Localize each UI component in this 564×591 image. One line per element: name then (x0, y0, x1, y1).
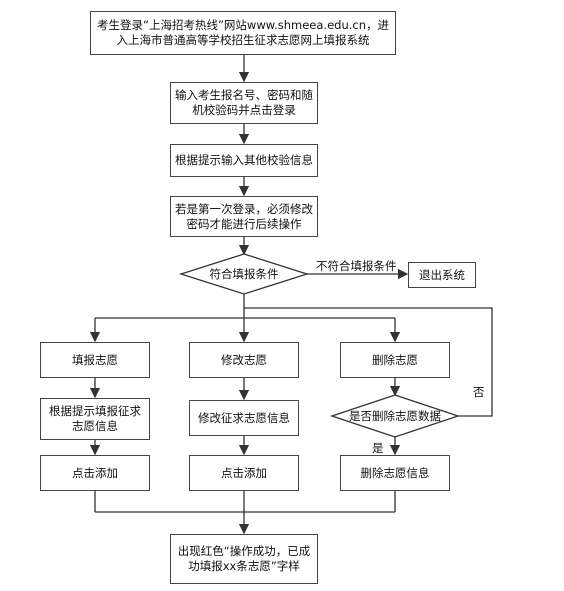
click-add-box-1: 点击添加 (40, 455, 150, 491)
success-box: 出现红色“操作成功，已成功填报xx条志愿”字样 (170, 534, 318, 584)
delete-decision-diamond (329, 394, 461, 438)
delete-box: 删除志愿 (340, 342, 450, 378)
fill-box: 填报志愿 (40, 342, 150, 378)
login-box: 考生登录“上海招考热线”网站www.shmeea.edu.cn，进入上海市普通高… (90, 11, 396, 55)
modify-box: 修改志愿 (189, 342, 299, 378)
input-credentials-box: 输入考生报名号、密码和随机校验码并点击登录 (170, 82, 318, 124)
modify-info-box: 修改征求志愿信息 (189, 400, 299, 436)
click-add-box-2: 点击添加 (189, 455, 299, 491)
condition-label: 符合填报条件 (209, 267, 279, 281)
not-qualified-label: 不符合填报条件 (316, 259, 397, 273)
delete-decision-label: 是否删除志愿数据 (349, 409, 441, 423)
first-login-box: 若是第一次登录，必须修改密码才能进行后续操作 (170, 196, 318, 237)
line-decision-no-loop (244, 307, 493, 417)
condition-diamond (178, 253, 310, 295)
exit-system-box: 退出系统 (408, 262, 476, 288)
yes-label: 是 (372, 441, 384, 455)
fill-info-box: 根据提示填报征求志愿信息 (40, 398, 150, 440)
verify-info-box: 根据提示输入其他校验信息 (170, 144, 318, 177)
no-label: 否 (473, 385, 485, 399)
delete-info-box: 删除志愿信息 (340, 455, 450, 491)
